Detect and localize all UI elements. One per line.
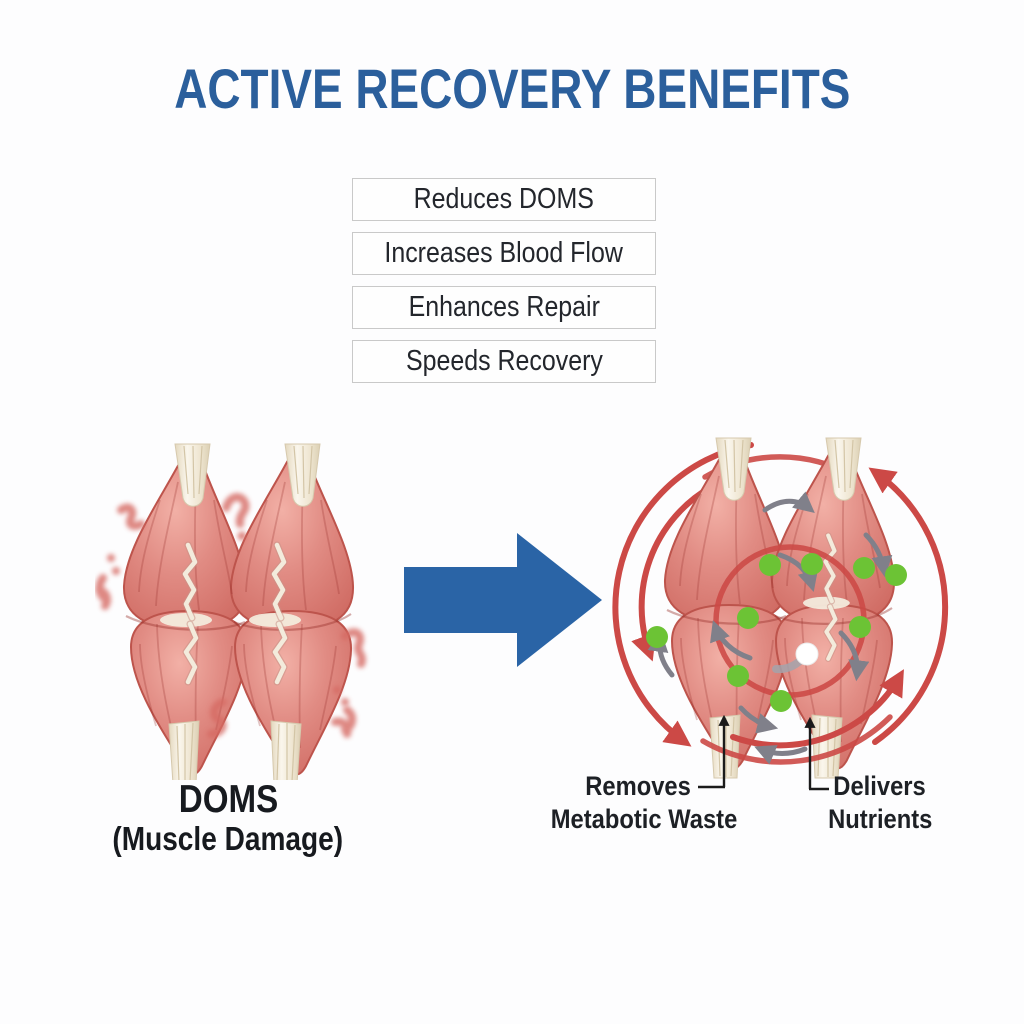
pain-squiggles-icon (95, 493, 366, 738)
muscle-fibers (663, 436, 896, 780)
benefit-label: Reduces DOMS (413, 183, 595, 215)
delivers-nutrients-caption: Delivers Nutrients (800, 770, 960, 836)
benefit-box-reduces-doms: Reduces DOMS (352, 178, 656, 221)
removes-waste-caption: Removes Metabotic Waste (538, 770, 738, 836)
doms-caption-line2: (Muscle Damage) (112, 820, 344, 857)
benefit-label: Enhances Repair (408, 291, 600, 323)
removes-waste-line1: Removes (585, 771, 691, 801)
nutrient-dots-icon (646, 553, 907, 712)
page-title-row: ACTIVE RECOVERY BENEFITS (0, 56, 1024, 121)
delivers-nutrients-line1: Delivers (833, 771, 927, 801)
transition-arrow-icon (404, 533, 602, 667)
benefit-label: Increases Blood Flow (384, 237, 624, 269)
doms-caption: DOMS (Muscle Damage) (88, 780, 368, 858)
delivers-nutrients-line2: Nutrients (827, 804, 933, 834)
removes-waste-line2: Metabotic Waste (550, 804, 738, 834)
benefit-box-increases-blood-flow: Increases Blood Flow (352, 232, 656, 275)
benefit-box-speeds-recovery: Speeds Recovery (352, 340, 656, 383)
benefits-list: Reduces DOMS Increases Blood Flow Enhanc… (352, 178, 656, 394)
pain-dots (107, 531, 349, 706)
recovered-muscle-illustration (612, 436, 949, 791)
benefit-box-enhances-repair: Enhances Repair (352, 286, 656, 329)
benefit-label: Speeds Recovery (405, 345, 603, 377)
callout-leader-lines (698, 714, 829, 791)
page-title: ACTIVE RECOVERY BENEFITS (173, 57, 851, 120)
exchange-flow-arrows (647, 491, 893, 765)
waste-dot-icon (795, 642, 819, 666)
doms-caption-line1: DOMS (178, 778, 278, 821)
damaged-muscle-illustration (95, 442, 366, 780)
